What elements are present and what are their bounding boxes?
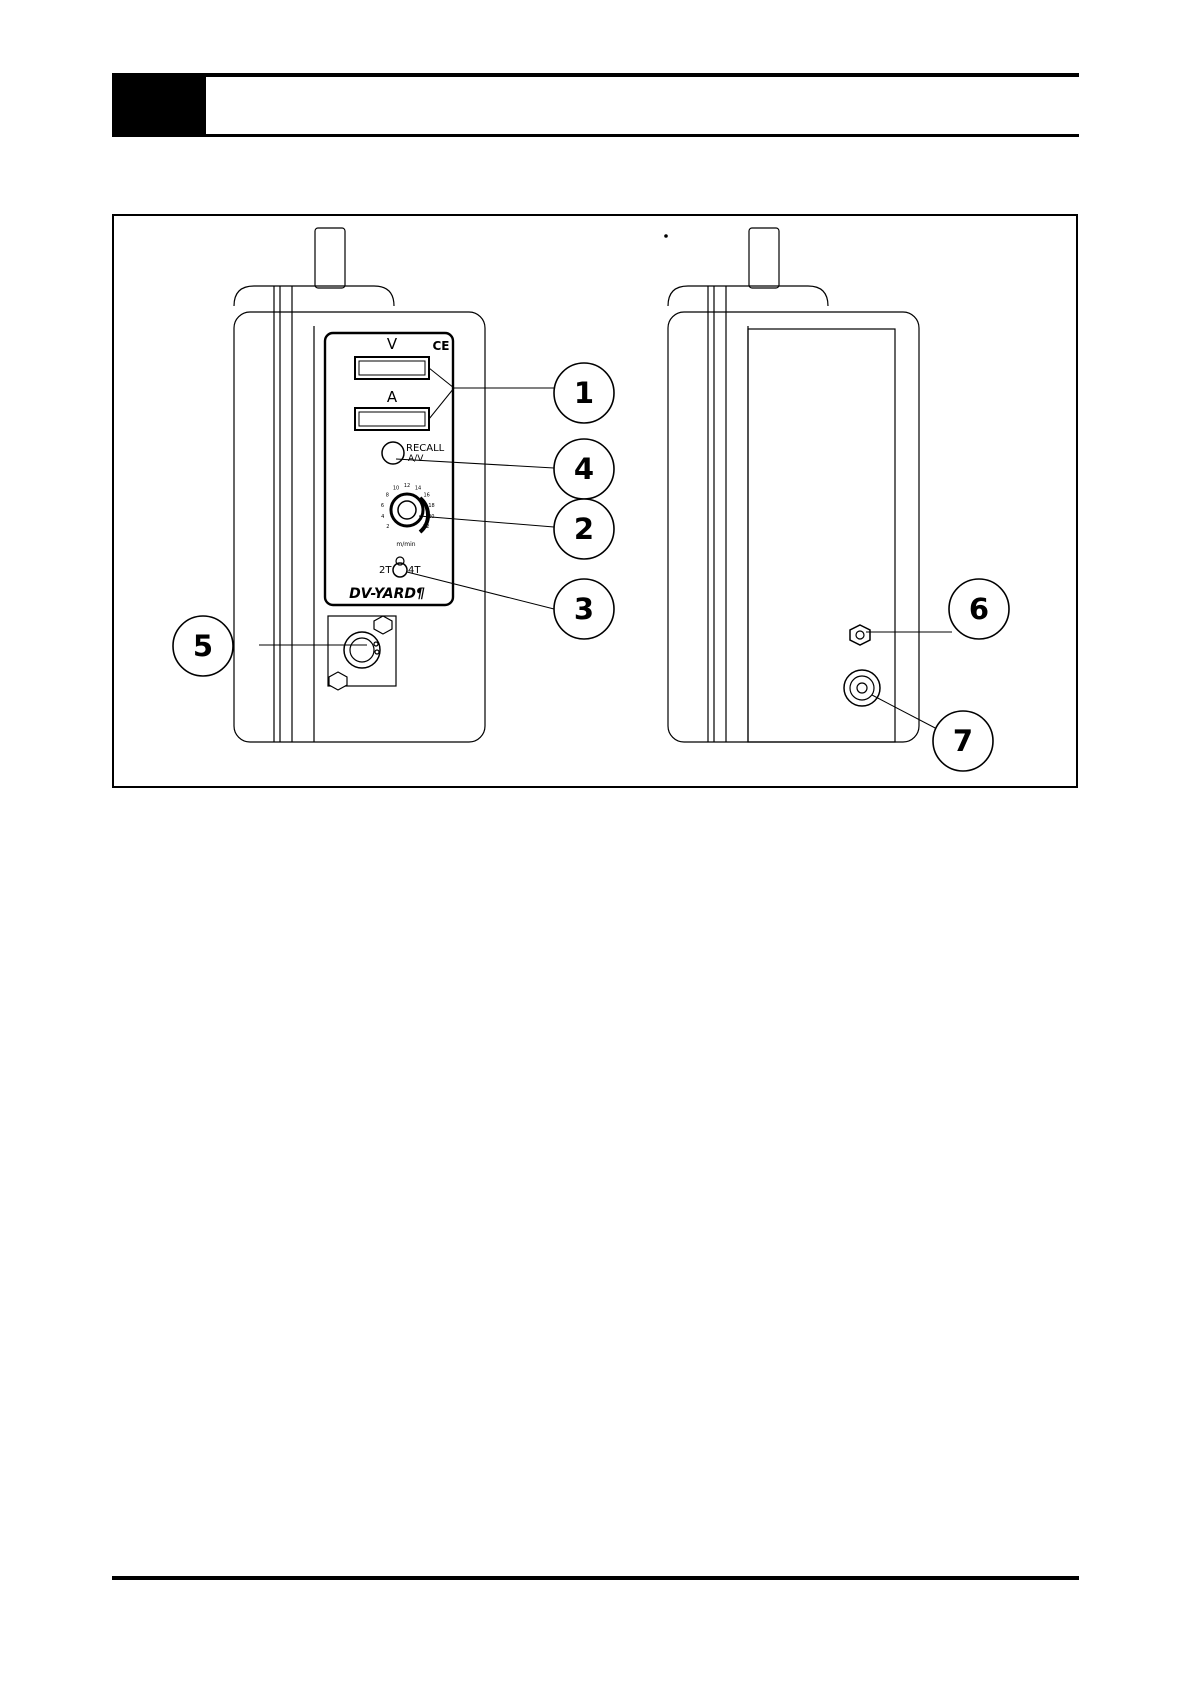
recall-sublabel: A/V: [408, 454, 424, 464]
torch-connector: [315, 228, 345, 288]
switch-left-label: 2T: [379, 565, 392, 576]
callout-5-number: 5: [193, 629, 213, 663]
knob-scale-tick-label: 10: [393, 486, 399, 492]
knob-scale-tick-label: 16: [424, 493, 430, 499]
callout-4-number: 4: [574, 452, 594, 486]
knob-scale-tick-label: 22: [423, 524, 429, 530]
knob-unit-label: m/min: [396, 541, 415, 548]
knob-scale-tick-label: 8: [386, 493, 389, 499]
front-housing: [234, 312, 485, 742]
front-view-unit: [234, 228, 485, 742]
voltage-display: [355, 357, 429, 379]
ce-mark: CE: [432, 339, 449, 353]
callout-3-number: 3: [574, 592, 594, 626]
section-number-block: [112, 73, 206, 137]
brand-label: DV-YARD¶: [349, 586, 425, 602]
knob-scale-tick-label: 18: [428, 503, 434, 509]
knob-scale-tick-label: 12: [404, 483, 410, 489]
rear-view-unit: [665, 228, 919, 742]
handle-top: [234, 286, 394, 306]
rear-handle-top: [668, 286, 828, 306]
rear-panel: [748, 329, 895, 742]
rear-housing: [668, 312, 919, 742]
display-v-label: V: [387, 335, 398, 353]
knob-scale-tick-label: 4: [381, 514, 384, 520]
header-top-rule: [112, 73, 1079, 77]
display-a-label: A: [387, 388, 398, 406]
knob-scale-tick-label: 14: [415, 486, 421, 492]
knob-scale-tick-label: 6: [381, 503, 384, 509]
recall-button[interactable]: [382, 442, 404, 464]
section-header-bar: [112, 73, 1079, 137]
callout-2-number: 2: [574, 512, 594, 546]
header-bottom-rule: [112, 134, 1079, 137]
footer-rule: [112, 1576, 1079, 1580]
knob-scale-tick-label: 2: [386, 524, 389, 530]
switch-right-label: 4T: [408, 565, 421, 576]
rear-torch-connector: [749, 228, 779, 288]
gas-inlet: [850, 625, 870, 645]
wire-speed-knob[interactable]: [391, 494, 423, 526]
knob-scale-tick-label: 20: [428, 514, 434, 520]
callout-1-number: 1: [574, 376, 594, 410]
callout-circles: [173, 363, 1009, 771]
callout-7-number: 7: [953, 724, 973, 758]
callout-6-number: 6: [969, 592, 989, 626]
current-display: [355, 408, 429, 430]
recall-label: RECALL: [406, 443, 445, 454]
